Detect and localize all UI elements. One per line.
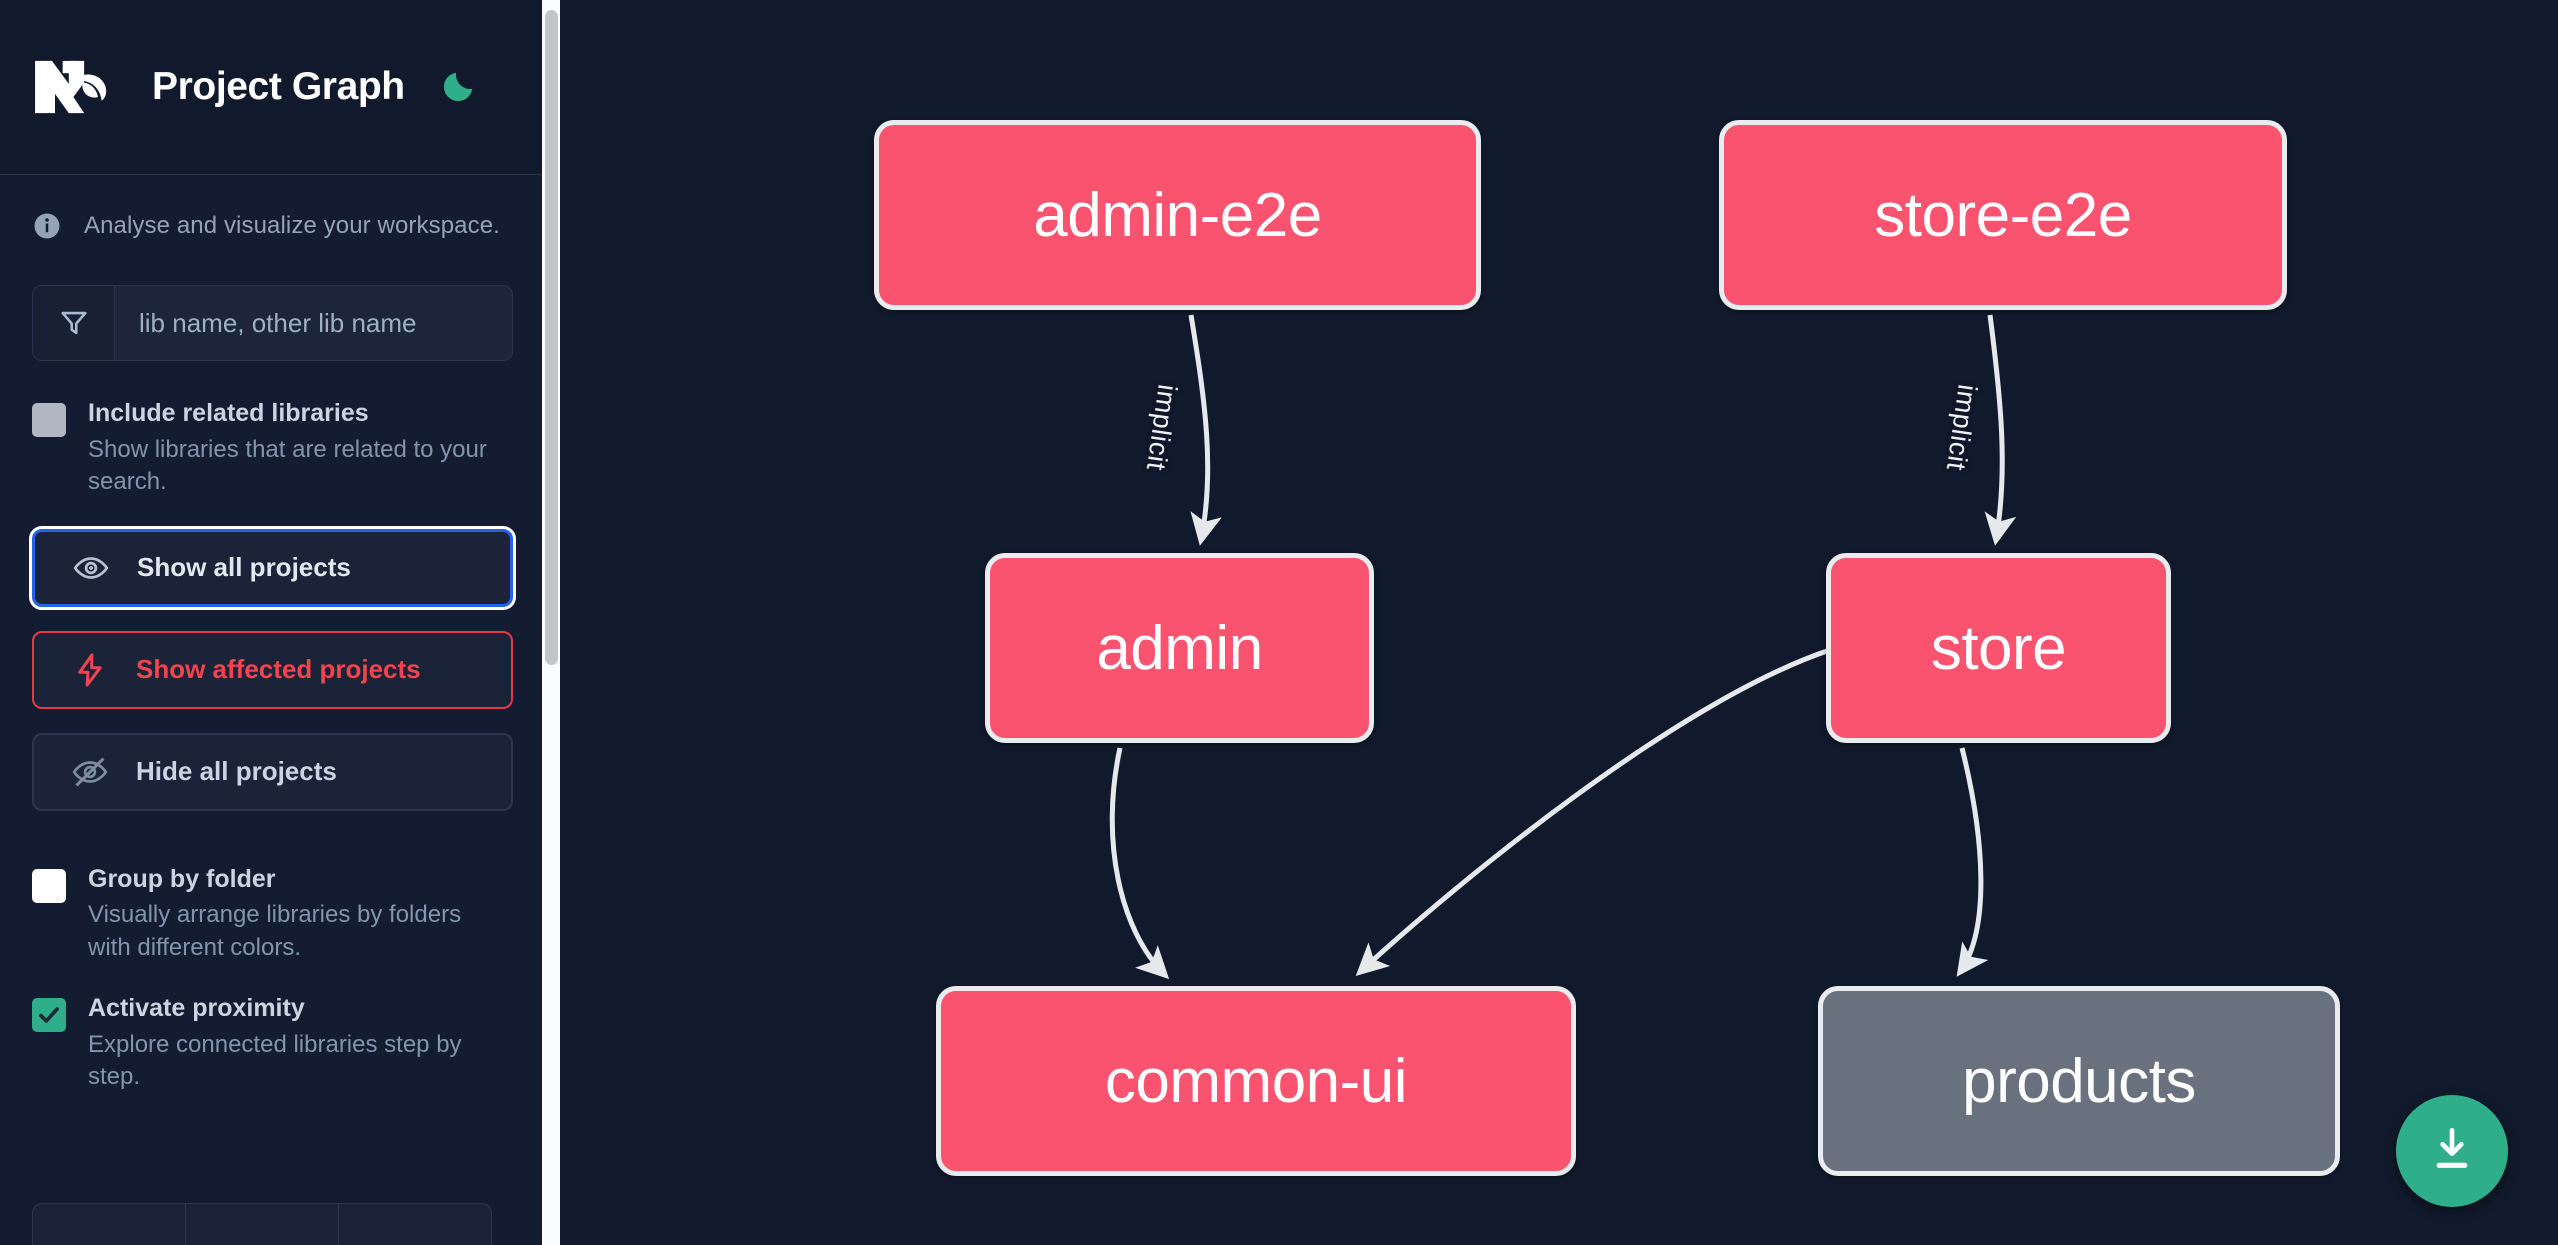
graph-node-store-e2e[interactable]: store-e2e [1719, 120, 2287, 310]
hide-all-projects-button[interactable]: Hide all projects [32, 732, 513, 811]
edge-admin-common-ui [1109, 747, 1170, 980]
graph-edges [1109, 314, 2017, 980]
show-all-projects-label: Show all projects [137, 552, 351, 583]
funnel-icon [33, 286, 115, 360]
download-icon [2424, 1121, 2480, 1182]
info-circle-icon [32, 211, 62, 241]
graph-node-store-label: store [1930, 613, 2067, 683]
checkbox-include-related-libraries-box[interactable] [32, 403, 66, 437]
checkbox-activate-proximity[interactable]: Activate proximity Explore connected lib… [0, 964, 545, 1094]
checkbox-group-by-folder-label: Group by folder [88, 864, 276, 893]
checkbox-group-by-folder-box[interactable] [32, 868, 66, 903]
graph-node-store-e2e-label: store-e2e [1874, 180, 2132, 250]
lightning-icon [70, 650, 110, 690]
moon-icon[interactable] [435, 64, 481, 110]
sidebar-header: Project Graph [0, 0, 545, 175]
proximity-stepper-increment[interactable] [339, 1204, 491, 1245]
info-text: Analyse and visualize your workspace. [84, 212, 500, 239]
graph-node-admin[interactable]: admin [985, 553, 1374, 743]
graph-canvas[interactable]: admin-e2e store-e2e admin store common-u… [560, 0, 2558, 1245]
checkbox-include-related-libraries-description: Show libraries that are related to your … [88, 435, 487, 496]
sidebar-scrollbar[interactable] [542, 0, 560, 1245]
checkbox-include-related-libraries[interactable]: Include related libraries Show libraries… [0, 361, 545, 499]
hide-all-projects-label: Hide all projects [136, 756, 337, 787]
graph-node-admin-label: admin [1096, 613, 1263, 683]
page-title: Project Graph [152, 65, 405, 108]
checkbox-group-by-folder-description: Visually arrange libraries by folders wi… [88, 901, 462, 961]
graph-node-admin-e2e-label: admin-e2e [1033, 180, 1322, 250]
show-affected-projects-label: Show affected projects [136, 654, 421, 685]
graph-node-common-ui[interactable]: common-ui [936, 986, 1576, 1176]
graph-node-products-label: products [1962, 1046, 2196, 1116]
checkbox-activate-proximity-label: Activate proximity [88, 994, 305, 1023]
download-graph-button[interactable] [2396, 1095, 2508, 1207]
proximity-stepper-group[interactable] [32, 1203, 492, 1245]
checkbox-activate-proximity-box[interactable] [32, 998, 66, 1033]
edge-store-e2e-store [1984, 314, 2017, 546]
filter-search-box[interactable] [32, 285, 513, 361]
search-input[interactable] [115, 286, 512, 360]
sidebar-info: Analyse and visualize your workspace. [0, 175, 545, 271]
proximity-stepper-decrement[interactable] [33, 1204, 186, 1245]
eye-slash-icon [70, 752, 110, 792]
eye-icon [71, 548, 111, 588]
graph-node-store[interactable]: store [1826, 553, 2171, 743]
graph-node-admin-e2e[interactable]: admin-e2e [874, 120, 1481, 310]
graph-node-products[interactable]: products [1818, 986, 2340, 1176]
show-all-projects-button[interactable]: Show all projects [29, 525, 516, 610]
checkbox-group-by-folder[interactable]: Group by folder Visually arrange librari… [0, 835, 545, 965]
checkbox-include-related-libraries-label: Include related libraries [88, 399, 369, 427]
graph-node-common-ui-label: common-ui [1104, 1046, 1408, 1116]
show-affected-projects-button[interactable]: Show affected projects [32, 630, 513, 709]
edge-store-common-ui [1355, 647, 1831, 976]
sidebar-content: Project Graph Analyse and visualize your… [0, 0, 545, 1245]
edge-store-products [1956, 747, 1989, 977]
checkbox-activate-proximity-description: Explore connected libraries step by step… [88, 1030, 462, 1091]
visibility-button-group: Show all projects Show affected projects [0, 499, 545, 811]
edge-admin-e2e-admin [1188, 314, 1222, 546]
proximity-stepper-value [186, 1204, 339, 1245]
sidebar-scrollbar-thumb[interactable] [545, 10, 558, 665]
sidebar: Project Graph Analyse and visualize your… [0, 0, 560, 1245]
nx-logo-icon [32, 55, 124, 119]
